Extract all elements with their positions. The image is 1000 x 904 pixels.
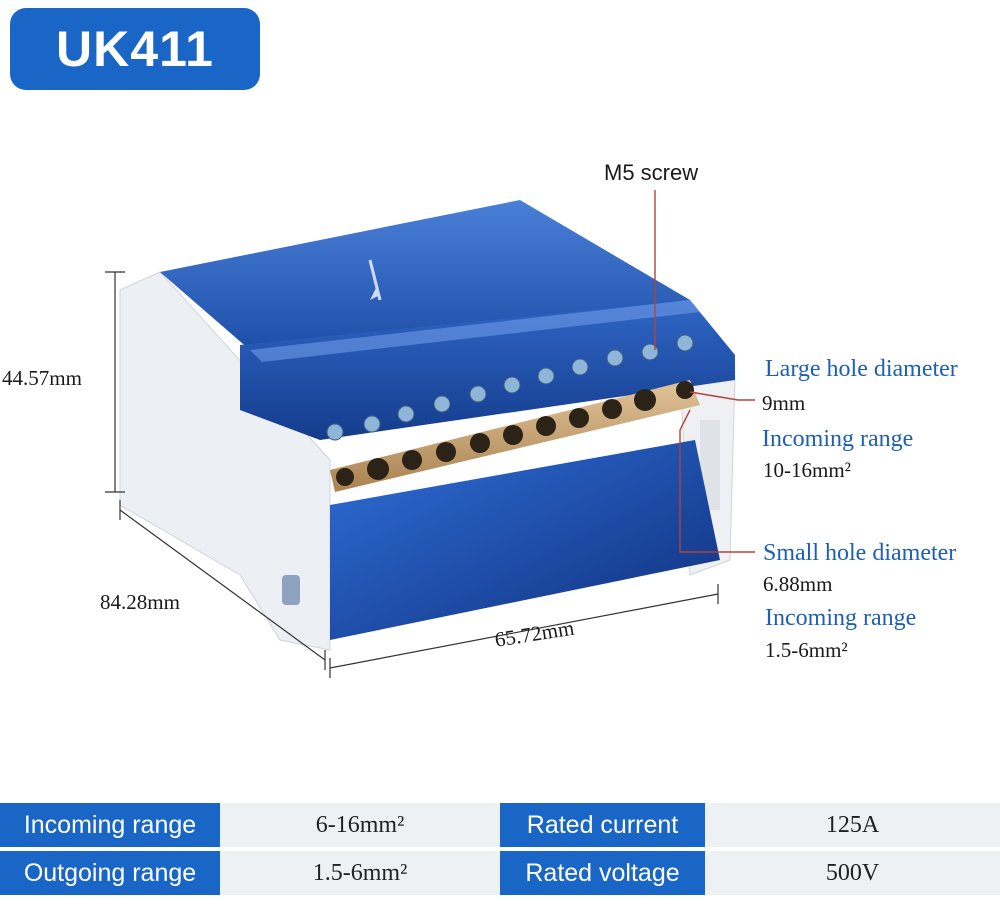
base-blue-panel (330, 440, 720, 640)
width-dimension-line (329, 593, 719, 669)
height-dimension-label: 44.57mm (2, 366, 82, 390)
screw-label: M5 screw (604, 160, 699, 185)
depth-dimension-line (119, 509, 326, 661)
large-incoming-value: 10-16mm² (763, 458, 851, 482)
spec-label: Rated current (500, 803, 705, 847)
bus-bar-holes (336, 381, 694, 486)
spec-label: Rated voltage (500, 851, 705, 895)
small-incoming-title: Incoming range (765, 605, 917, 631)
large-hole-leader (689, 391, 755, 401)
spec-row: Incoming range 6-16mm² Rated current 125… (0, 803, 1000, 847)
spec-value: 6-16mm² (220, 803, 500, 847)
small-hole-value: 6.88mm (763, 572, 833, 596)
terminal-block-illustration (105, 190, 755, 678)
large-hole-value: 9mm (762, 391, 806, 415)
product-title-badge: UK411 (10, 8, 260, 90)
depth-dimension-label: 84.28mm (100, 590, 180, 614)
small-incoming-value: 1.5-6mm² (765, 638, 848, 662)
housing-slot (282, 575, 300, 605)
cover-top-surface (160, 200, 690, 350)
spec-label: Outgoing range (0, 851, 220, 895)
spec-value: 1.5-6mm² (220, 851, 500, 895)
small-hole-leader (679, 409, 755, 553)
spec-table: Incoming range 6-16mm² Rated current 125… (0, 803, 1000, 899)
large-incoming-title: Incoming range (762, 426, 914, 452)
product-title: UK411 (56, 21, 214, 77)
terminal-screws (326, 334, 694, 441)
cover-front-face (240, 300, 735, 440)
small-hole-title: Small hole diameter (763, 540, 957, 566)
spec-label: Incoming range (0, 803, 220, 847)
large-hole-title: Large hole diameter (765, 356, 958, 382)
spec-value: 500V (705, 851, 1000, 895)
spec-row: Outgoing range 1.5-6mm² Rated voltage 50… (0, 851, 1000, 895)
spec-value: 125A (705, 803, 1000, 847)
